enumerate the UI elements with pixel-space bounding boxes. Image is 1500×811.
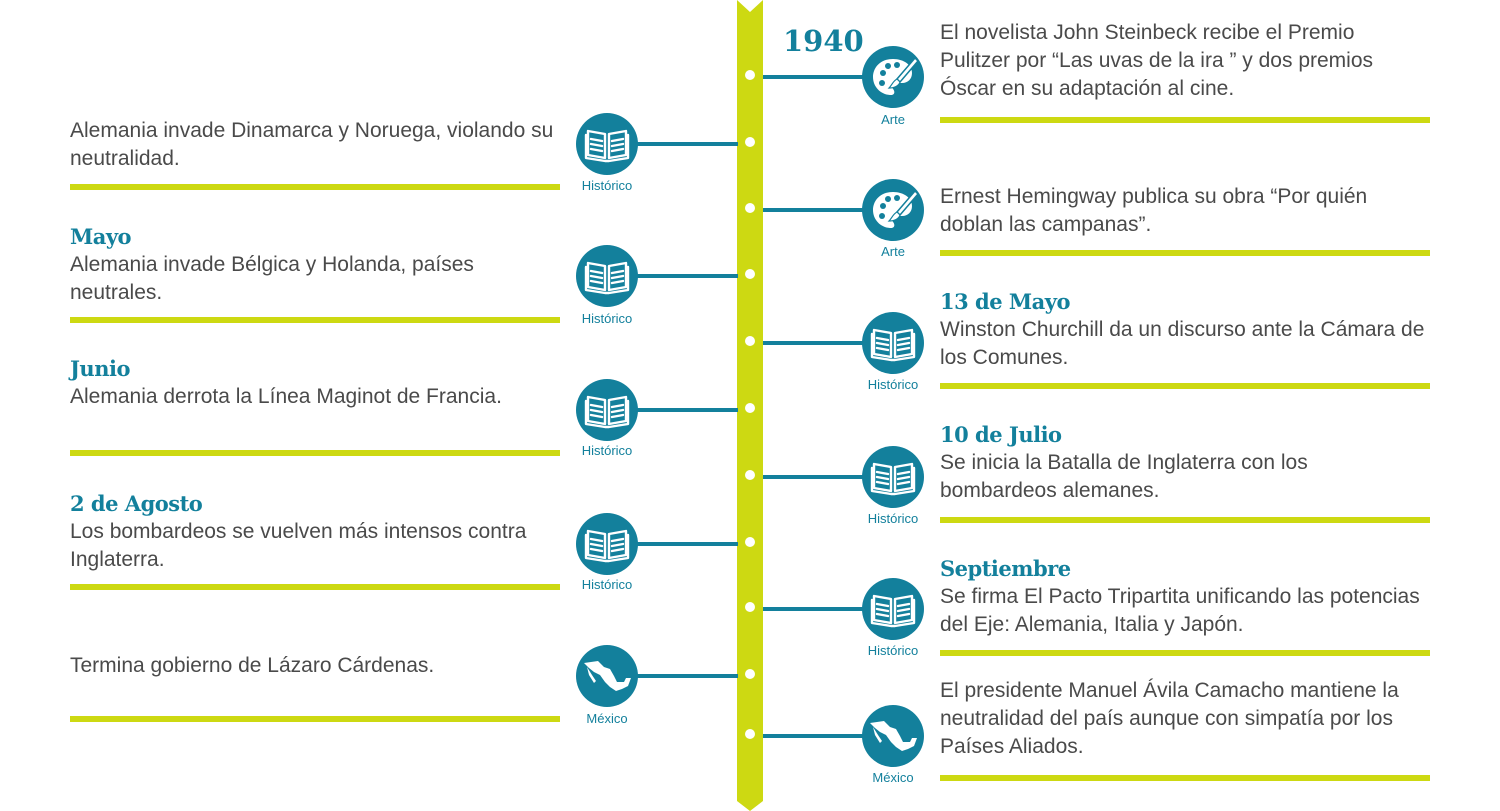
event-underline <box>70 184 560 190</box>
connector <box>763 341 873 345</box>
event-text: Alemania derrota la Línea Maginot de Fra… <box>70 385 502 408</box>
book-icon <box>870 328 916 362</box>
category-label: México <box>872 770 914 785</box>
book-icon <box>584 529 630 563</box>
category-badge[interactable] <box>862 578 924 640</box>
category-badge[interactable] <box>576 379 638 441</box>
category-badge[interactable] <box>862 179 924 241</box>
event-underline <box>940 517 1430 523</box>
category-label: Histórico <box>867 511 919 526</box>
event-underline <box>940 775 1430 781</box>
event-underline <box>70 716 560 722</box>
category-label: México <box>586 711 628 726</box>
connector <box>763 734 873 738</box>
timeline-node <box>745 602 755 612</box>
palette-icon <box>873 189 920 228</box>
event-date: 2 de Agosto <box>70 491 203 516</box>
category-badge[interactable] <box>576 113 638 175</box>
category-badge[interactable] <box>576 645 638 707</box>
timeline-node <box>745 269 755 279</box>
event-text: Winston Churchill da un discurso ante la… <box>940 318 1425 369</box>
timeline-node <box>745 203 755 213</box>
event-text: Termina gobierno de Lázaro Cárdenas. <box>70 654 435 677</box>
connector <box>626 674 738 678</box>
event-date: 13 de Mayo <box>940 289 1070 314</box>
book-icon <box>584 261 630 295</box>
category-badge[interactable] <box>862 446 924 508</box>
year-heading: 1940 <box>783 24 864 58</box>
mexico-map-icon <box>870 721 917 751</box>
event-text: Alemania invade Bélgica y Holanda, paíse… <box>70 253 474 304</box>
timeline-node <box>745 537 755 547</box>
connector <box>626 408 738 412</box>
event-underline <box>940 250 1430 256</box>
event-text: Se inicia la Batalla de Inglaterra con l… <box>940 451 1308 502</box>
timeline-node <box>745 137 755 147</box>
category-label: Histórico <box>581 178 633 193</box>
category-badge[interactable] <box>576 245 638 307</box>
event-date: Mayo <box>70 224 132 249</box>
event-underline <box>70 584 560 590</box>
book-icon <box>584 395 630 429</box>
connector <box>626 274 738 278</box>
timeline-node <box>745 729 755 739</box>
category-label: Histórico <box>581 577 633 592</box>
event-text: El presidente Manuel Ávila Camacho manti… <box>940 679 1399 758</box>
connector <box>626 142 738 146</box>
timeline-node <box>745 470 755 480</box>
category-label: Histórico <box>581 311 633 326</box>
event-underline <box>70 317 560 323</box>
timeline-node <box>745 336 755 346</box>
event-text: Los bombardeos se vuelven más intensos c… <box>70 520 527 571</box>
event-underline <box>940 383 1430 389</box>
connector <box>626 542 738 546</box>
book-icon <box>584 129 630 163</box>
category-badge[interactable] <box>576 513 638 575</box>
timeline-node <box>745 669 755 679</box>
event-date: Septiembre <box>940 556 1071 581</box>
book-icon <box>870 594 916 628</box>
event-text: El novelista John Steinbeck recibe el Pr… <box>940 21 1374 100</box>
event-underline <box>940 650 1430 656</box>
event-text: Ernest Hemingway publica su obra “Por qu… <box>940 185 1368 236</box>
event-text: Alemania invade Dinamarca y Noruega, vio… <box>70 119 554 170</box>
connector <box>763 607 873 611</box>
timeline-node <box>745 70 755 80</box>
event-underline <box>70 450 560 456</box>
category-badge[interactable] <box>862 46 924 108</box>
connector <box>763 75 873 79</box>
timeline-node <box>745 403 755 413</box>
book-icon <box>870 462 916 496</box>
mexico-map-icon <box>584 661 631 691</box>
event-date: 10 de Julio <box>940 422 1062 447</box>
category-label: Arte <box>881 244 905 259</box>
palette-icon <box>873 56 920 95</box>
category-badge[interactable] <box>862 705 924 767</box>
event-text: Se firma El Pacto Tripartita unificando … <box>940 585 1420 636</box>
event-underline <box>940 117 1430 123</box>
connector <box>763 475 873 479</box>
category-label: Arte <box>881 112 905 127</box>
connector <box>763 208 873 212</box>
category-label: Histórico <box>867 643 919 658</box>
category-label: Histórico <box>581 443 633 458</box>
event-date: Junio <box>70 356 130 381</box>
category-label: Histórico <box>867 377 919 392</box>
category-badge[interactable] <box>862 312 924 374</box>
